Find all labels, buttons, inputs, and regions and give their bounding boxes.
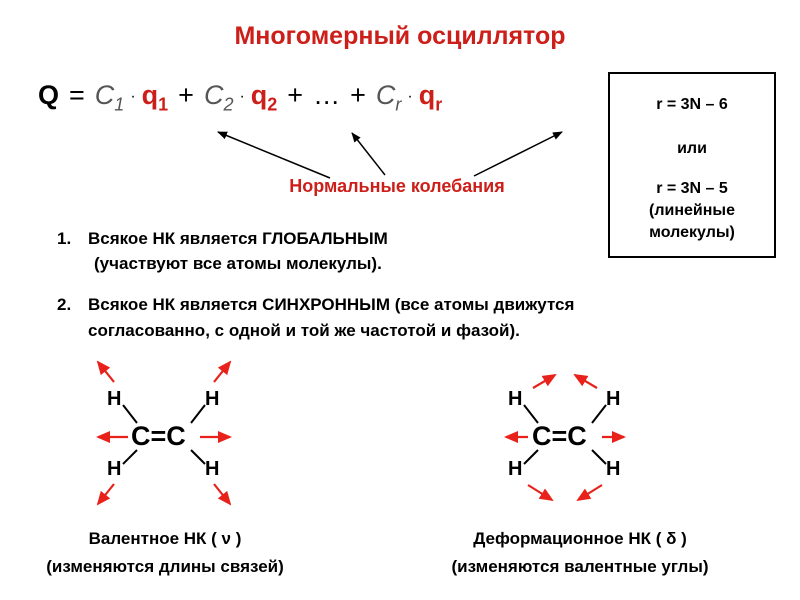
right-h-bottom-right: H — [606, 458, 621, 480]
degrees-of-freedom-box: r = 3N – 6 или r = 3N – 5 (линейные моле… — [608, 72, 776, 258]
stretching-arrows — [96, 360, 232, 506]
formula-dot-1: · — [130, 87, 136, 105]
formula-q1: q1 — [141, 80, 169, 115]
formula-C1: C1 — [94, 80, 125, 115]
left-cc-bond: C=C — [131, 421, 186, 451]
left-h-bottom-right: H — [205, 458, 220, 480]
pointer-arrow-q2 — [351, 132, 386, 176]
pointer-arrow-qr — [473, 131, 563, 177]
stretching-mode-title: Валентное НК ( ν ) — [88, 529, 242, 548]
box-linear-formula: r = 3N – 5 — [656, 180, 728, 197]
right-h-top-left: H — [508, 388, 523, 410]
formula-ellipsis: … — [313, 80, 341, 110]
bending-arrows — [504, 373, 626, 502]
right-cc-bond: C=C — [532, 421, 587, 451]
formula-Q: Q — [38, 80, 60, 110]
box-or-label: или — [677, 140, 707, 157]
oscillator-formula: Q = C1 · q1 + C2 · q2 + … + Cr · qr — [38, 80, 442, 115]
right-h-top-right: H — [606, 388, 621, 410]
point-1-line-1: Всякое НК является ГЛОБАЛЬНЫМ — [88, 229, 388, 248]
box-linear-note-2: молекулы) — [649, 224, 735, 241]
stretching-mode-note: (изменяются длины связей) — [46, 557, 284, 576]
left-h-top-left: H — [107, 388, 122, 410]
left-molecule-bonds — [122, 404, 206, 465]
bending-mode-note: (изменяются валентные углы) — [451, 557, 709, 576]
box-linear-note-1: (линейные — [649, 202, 735, 219]
point-1-line-2: (участвуют все атомы молекулы). — [94, 254, 382, 273]
point-1-number: 1. — [57, 229, 72, 248]
formula-qr: qr — [418, 80, 443, 115]
normal-modes-label: Нормальные колебания — [289, 176, 505, 196]
point-2-number: 2. — [57, 295, 72, 314]
right-molecule-bonds — [523, 404, 607, 465]
pointer-arrow-q1 — [217, 131, 331, 179]
bending-mode-title: Деформационное НК ( δ ) — [473, 529, 687, 548]
left-h-top-right: H — [205, 388, 220, 410]
slide-title: Многомерный осциллятор — [234, 22, 566, 50]
formula-plus-3: + — [350, 80, 366, 110]
point-2-line-2: согласованно, с одной и той же частотой … — [88, 321, 520, 340]
point-2-line-1: Всякое НК является СИНХРОННЫМ (все атомы… — [88, 295, 575, 314]
left-h-bottom-left: H — [107, 458, 122, 480]
formula-equals: = — [69, 80, 85, 110]
formula-dot-2: · — [239, 87, 245, 105]
right-h-bottom-left: H — [508, 458, 523, 480]
formula-q2: q2 — [250, 80, 278, 115]
formula-dot-3: · — [407, 87, 413, 105]
formula-C2: C2 — [203, 80, 234, 115]
formula-Cr: Cr — [375, 80, 402, 115]
box-nonlinear-formula: r = 3N – 6 — [656, 96, 728, 113]
formula-plus-2: + — [287, 80, 304, 110]
formula-plus-1: + — [178, 80, 194, 110]
